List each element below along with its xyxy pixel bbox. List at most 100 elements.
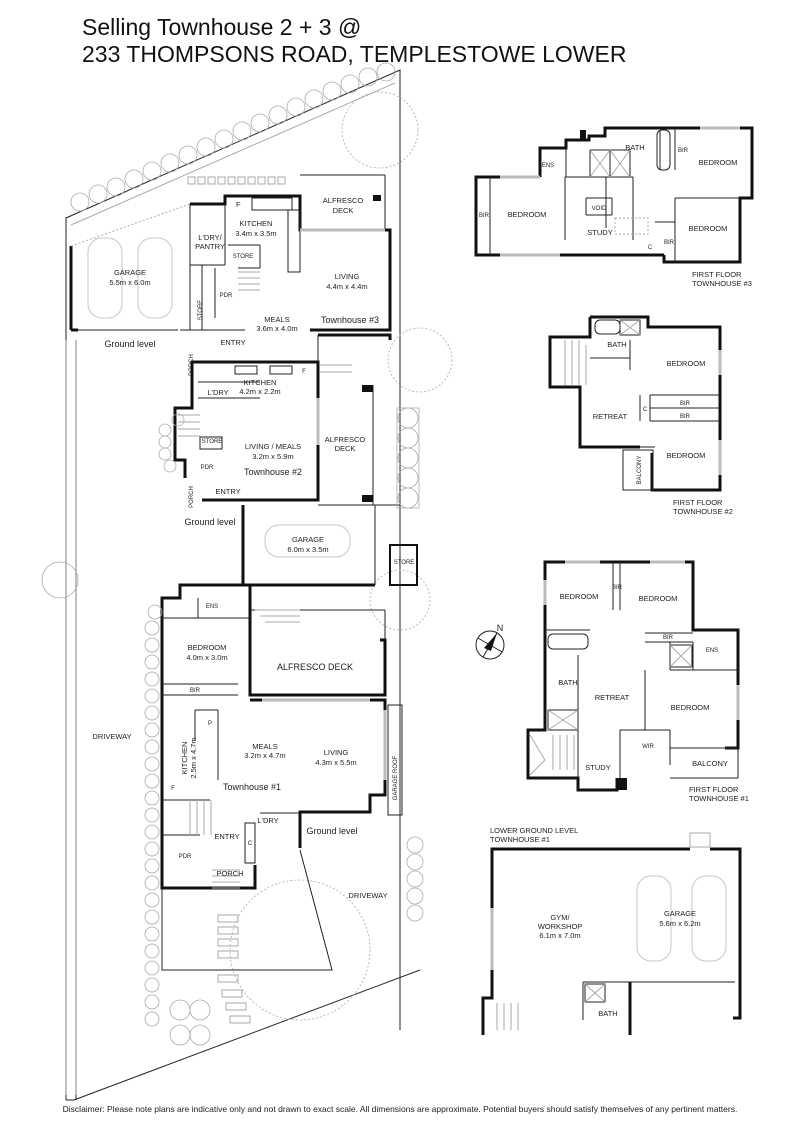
ff1-bath: BATH bbox=[558, 678, 577, 687]
th1-pantry: P bbox=[208, 721, 212, 727]
th1-meals-name: MEALS bbox=[252, 742, 277, 751]
th2-laundry: L'DRY bbox=[207, 388, 228, 397]
ff2-cupboard: C bbox=[643, 407, 648, 413]
lg1-caption-1: LOWER GROUND LEVEL bbox=[490, 826, 578, 835]
th2-porch: PORCH bbox=[189, 486, 195, 508]
th3-store-2: STORE bbox=[198, 300, 204, 321]
th3-living-name: LIVING bbox=[335, 272, 360, 281]
ff3-caption-1: FIRST FLOOR bbox=[692, 270, 742, 279]
ff3-bedroom-1: BEDROOM bbox=[699, 158, 738, 167]
th3-store: STORE bbox=[233, 254, 254, 260]
tree-canopy bbox=[41, 91, 453, 1021]
ff1-bedroom-1: BEDROOM bbox=[560, 592, 599, 601]
th1-cupboard: C bbox=[248, 841, 253, 847]
ff1-wir: WIR bbox=[642, 744, 654, 750]
lg1-garage-size: 5.6m x 6.2m bbox=[659, 919, 700, 928]
ff3-study: STUDY bbox=[587, 228, 612, 237]
hedge-top bbox=[70, 62, 396, 212]
th1-living-size: 4.3m x 5.5m bbox=[315, 758, 356, 767]
compass-north-label: N bbox=[497, 623, 504, 633]
th2-living-size: 3.2m x 5.9m bbox=[252, 452, 293, 461]
ff1-study: STUDY bbox=[585, 763, 610, 772]
ff1-retreat: RETREAT bbox=[595, 693, 630, 702]
th1-laundry: L'DRY bbox=[257, 816, 278, 825]
ff3-bedroom-3: BEDROOM bbox=[689, 224, 728, 233]
lg1-bath: BATH bbox=[598, 1009, 617, 1018]
th1-bir: BIR bbox=[190, 688, 201, 694]
ff3-bedroom-2: BEDROOM bbox=[508, 210, 547, 219]
ff3-caption-2: TOWNHOUSE #3 bbox=[692, 279, 752, 288]
th2-fridge: F bbox=[302, 369, 306, 375]
ff1-bedroom-2: BEDROOM bbox=[639, 594, 678, 603]
townhouse-2-ground bbox=[158, 333, 420, 587]
th1-bedroom-size: 4.0m x 3.0m bbox=[186, 653, 227, 662]
lower-ground-th1-plan bbox=[481, 832, 742, 1035]
th2-kitchen-size: 4.2m x 2.2m bbox=[239, 387, 280, 396]
title-line-1: Selling Townhouse 2 + 3 @ bbox=[82, 14, 362, 40]
th1-kitchen-size: 2.5m x 4.7m bbox=[189, 737, 198, 778]
ff2-bedroom-1: BEDROOM bbox=[667, 359, 706, 368]
th2-living-name: LIVING / MEALS bbox=[245, 442, 301, 451]
th1-entry: ENTRY bbox=[214, 832, 239, 841]
north-compass-icon bbox=[475, 630, 505, 660]
th3-garage-name: GARAGE bbox=[114, 268, 146, 277]
th3-alfresco-2: DECK bbox=[333, 206, 354, 215]
th2-kitchen-name: KITCHEN bbox=[244, 378, 277, 387]
th3-label: Townhouse #3 bbox=[321, 315, 379, 325]
th1-garage-roof: GARAGE ROOF bbox=[393, 755, 399, 800]
ff3-void: VOID bbox=[592, 206, 607, 212]
th2-alfresco-2: DECK bbox=[335, 444, 356, 453]
ff3-bir-3: BIR bbox=[664, 240, 675, 246]
th1-meals-size: 3.2m x 4.7m bbox=[244, 751, 285, 760]
ff3-bir-2: BIR bbox=[479, 213, 490, 219]
th1-fridge: F bbox=[171, 786, 175, 792]
ff2-bath: BATH bbox=[607, 340, 626, 349]
th3-entry: ENTRY bbox=[220, 338, 245, 347]
th3-alfresco-1: ALFRESCO bbox=[323, 196, 364, 205]
th2-store: STORE bbox=[202, 439, 223, 445]
lg1-caption-2: TOWNHOUSE #1 bbox=[490, 835, 550, 844]
first-floor-th2-plan bbox=[548, 315, 722, 492]
ff3-ens: ENS bbox=[542, 163, 554, 169]
th2-garage-size: 6.0m x 3.5m bbox=[287, 545, 328, 554]
driveway-right: DRIVEWAY bbox=[348, 891, 387, 900]
th2-garage-name: GARAGE bbox=[292, 535, 324, 544]
th1-ground-level: Ground level bbox=[306, 826, 357, 836]
ff2-bedroom-2: BEDROOM bbox=[667, 451, 706, 460]
th2-garage-store: STORE bbox=[394, 560, 415, 566]
th3-laundry-2: PANTRY bbox=[195, 242, 225, 251]
th1-ens: ENS bbox=[206, 604, 218, 610]
first-floor-th1-plan bbox=[526, 560, 740, 792]
ff1-bir-2: BIR bbox=[663, 635, 674, 641]
ff1-caption-2: TOWNHOUSE #1 bbox=[689, 794, 749, 803]
lg1-gym-2: WORKSHOP bbox=[538, 922, 583, 931]
th3-meals-size: 3.6m x 4.0m bbox=[256, 324, 297, 333]
driveway-left: DRIVEWAY bbox=[92, 732, 131, 741]
th1-label: Townhouse #1 bbox=[223, 782, 281, 792]
ff1-bir-1: BIR bbox=[612, 585, 623, 591]
th3-kitchen-size: 3.4m x 3.5m bbox=[235, 229, 276, 238]
th3-living-size: 4.4m x 4.4m bbox=[326, 282, 367, 291]
th2-entry: ENTRY bbox=[215, 487, 240, 496]
title-line-2: 233 THOMPSONS ROAD, TEMPLESTOWE LOWER bbox=[82, 41, 627, 67]
th3-fridge: F bbox=[236, 200, 241, 209]
th2-label: Townhouse #2 bbox=[244, 467, 302, 477]
ff2-bir-1: BIR bbox=[680, 401, 691, 407]
th1-kitchen-name: KITCHEN bbox=[180, 742, 189, 775]
th3-garage-size: 5.5m x 6.0m bbox=[109, 278, 150, 287]
th1-alfresco: ALFRESCO DECK bbox=[277, 662, 353, 672]
th2-ground-level: Ground level bbox=[184, 517, 235, 527]
th1-living-name: LIVING bbox=[324, 748, 349, 757]
townhouse-3-ground bbox=[69, 174, 392, 332]
ff2-caption-2: TOWNHOUSE #2 bbox=[673, 507, 733, 516]
th3-pdr: PDR bbox=[220, 293, 233, 299]
th2-pdr: PDR bbox=[201, 465, 214, 471]
lg1-gym-1: GYM/ bbox=[550, 913, 570, 922]
ff3-bir-1: BIR bbox=[678, 148, 689, 154]
th1-porch: PORCH bbox=[216, 869, 243, 878]
ff3-bath: BATH bbox=[625, 143, 644, 152]
page-title: Selling Townhouse 2 + 3 @ 233 THOMPSONS … bbox=[82, 14, 626, 68]
ff1-ens: ENS bbox=[706, 648, 718, 654]
th3-kitchen-name: KITCHEN bbox=[240, 219, 273, 228]
hedge-left bbox=[65, 340, 77, 1095]
